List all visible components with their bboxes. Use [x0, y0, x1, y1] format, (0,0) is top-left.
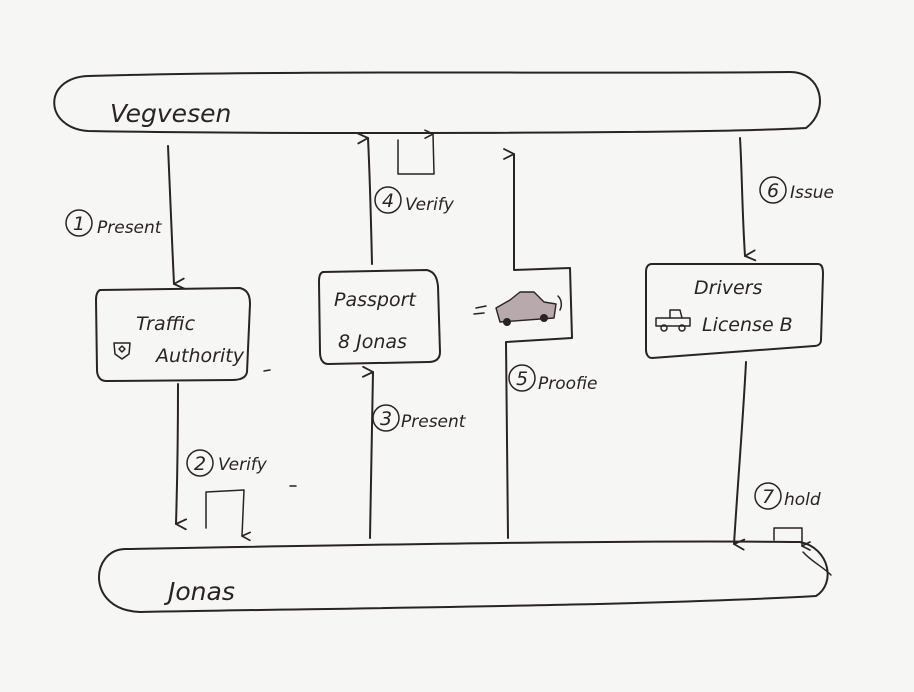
step-4-circle — [374, 186, 402, 214]
step-1-circle — [65, 209, 93, 237]
step-1-arrow: 1 Present — [65, 145, 186, 290]
step-6-number: 6 — [767, 180, 779, 202]
traffic-authority-line2: Authority — [154, 345, 245, 367]
jonas-lane: Jonas — [98, 540, 832, 613]
step-5-number: 5 — [516, 368, 528, 390]
step-7-arrow: 7 hold — [733, 361, 821, 551]
step-3-label: Present — [401, 412, 467, 432]
vegvesen-lane: Vegvesen — [53, 71, 821, 134]
step-6-circle — [759, 176, 787, 204]
drivers-license-line1: Drivers — [694, 277, 762, 299]
jonas-label: Jonas — [163, 577, 235, 606]
step-4-label: Verify — [405, 195, 455, 215]
passport-node: Passport 8 Jonas — [318, 269, 441, 365]
step-5-label: Proofie — [538, 374, 597, 394]
step-2-label: Verify — [218, 455, 268, 475]
traffic-authority-node: Traffic Authority — [95, 287, 251, 382]
vegvesen-label: Vegvesen — [110, 99, 231, 128]
step-4-number: 4 — [382, 190, 394, 212]
stray-marks — [263, 369, 297, 487]
car-icon — [473, 291, 563, 326]
step-3-arrow: 3 Present — [361, 365, 467, 539]
step-7-label: hold — [784, 490, 821, 510]
lane-scribble — [802, 551, 832, 576]
drivers-license-node: Drivers License B — [645, 263, 824, 359]
truck-icon — [655, 309, 691, 332]
step-3-circle — [372, 404, 400, 432]
step-6-label: Issue — [790, 183, 834, 203]
passport-line2: 8 Jonas — [338, 331, 407, 353]
step-2-number: 2 — [194, 453, 206, 475]
step-5-circle — [508, 364, 536, 392]
step-5-arrow: 5 Proofie — [473, 148, 597, 539]
step-2-circle — [186, 449, 214, 477]
step-3-number: 3 — [380, 408, 392, 430]
step-7-circle — [754, 482, 782, 510]
step-2-arrow: 2 Verify — [175, 383, 268, 542]
step-4-arrow: 4 Verify — [356, 129, 455, 265]
passport-line1: Passport — [334, 289, 417, 311]
step-1-number: 1 — [73, 213, 85, 235]
traffic-authority-line1: Traffic — [136, 313, 196, 335]
shield-icon — [113, 342, 131, 360]
step-1-label: Present — [97, 218, 163, 238]
step-7-number: 7 — [762, 486, 774, 508]
step-6-arrow: 6 Issue — [739, 137, 834, 262]
drivers-license-line2: License B — [702, 314, 793, 336]
